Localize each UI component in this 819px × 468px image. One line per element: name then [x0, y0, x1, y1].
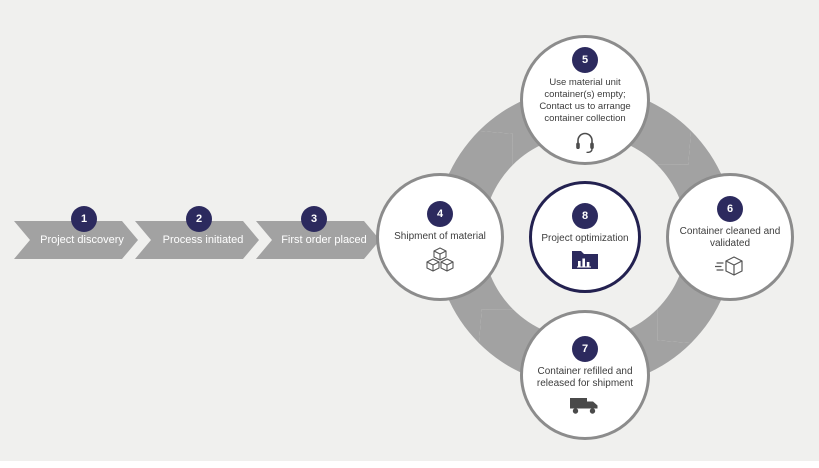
step-2-number-badge: 2: [186, 206, 212, 232]
cycle-step-7-label: Container refilled and released for ship…: [536, 365, 634, 390]
truck-icon: [570, 397, 598, 414]
cycle-step-8-label: Project optimization: [541, 232, 629, 244]
flow-step-3-arrow: First order placed: [256, 221, 380, 259]
cycle-step-6-label: Container cleaned and validated: [679, 225, 781, 250]
step-5-number-badge: 5: [572, 47, 598, 74]
step-8-number-badge: 8: [572, 202, 598, 229]
flow-step-1-label: Project discovery: [40, 234, 124, 246]
cycle-step-6: 6 Container cleaned and validated: [666, 173, 794, 301]
cycle-step-7: 7 Container refilled and released for sh…: [520, 310, 650, 440]
headset-icon: [576, 132, 594, 153]
flow-step-3-label: First order placed: [281, 234, 367, 246]
cycle-step-4-label: Shipment of material: [394, 230, 486, 242]
shipping-box-icon: [715, 255, 743, 276]
step-1-number-badge: 1: [71, 206, 97, 232]
footer-strip: [0, 461, 819, 468]
cycle-step-8: 8 Project optimization: [529, 181, 641, 293]
cycle-step-5-label: Use material unit container(s) empty; Co…: [539, 77, 631, 124]
step-7-number-badge: 7: [572, 335, 598, 362]
step-6-number-badge: 6: [717, 195, 743, 222]
flow-step-2-label: Process initiated: [162, 234, 244, 246]
step-4-number-badge: 4: [427, 200, 453, 227]
folder-chart-icon: [572, 251, 598, 270]
boxes-icon: [426, 247, 454, 272]
step-3-number-badge: 3: [301, 206, 327, 232]
cycle-step-5: 5 Use material unit container(s) empty; …: [520, 35, 650, 165]
cycle-step-4: 4 Shipment of material: [376, 173, 504, 301]
